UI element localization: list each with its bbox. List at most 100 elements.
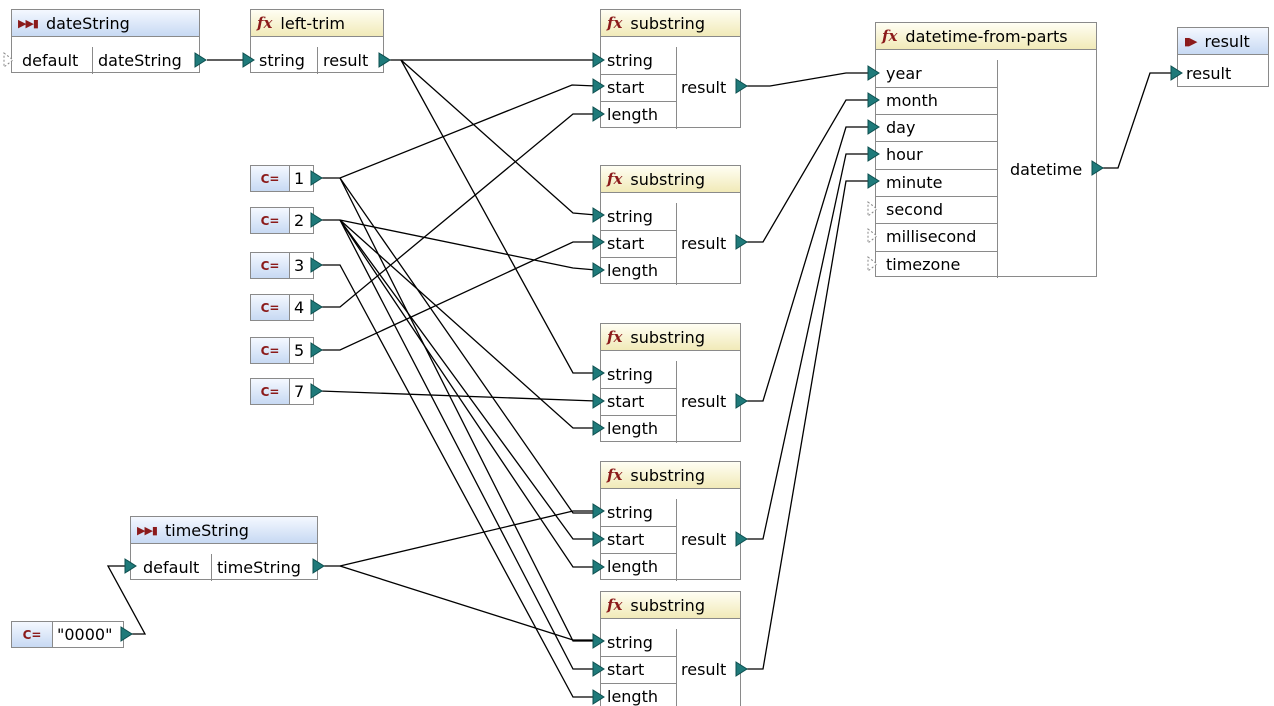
empty-input-connector-icon[interactable] xyxy=(867,228,879,244)
timeString-input-node[interactable]: ▶▶▮ timeString default timeString xyxy=(130,516,318,581)
output-connector-icon[interactable] xyxy=(310,257,324,273)
input-port-length[interactable]: length xyxy=(607,687,658,706)
constant-0000[interactable]: C= "0000" xyxy=(11,621,124,648)
input-port-string[interactable]: string xyxy=(607,633,653,652)
output-port-result[interactable]: result xyxy=(681,234,727,253)
output-port-result[interactable]: result xyxy=(681,392,727,411)
input-port-length[interactable]: length xyxy=(607,419,658,438)
empty-input-connector-icon[interactable] xyxy=(3,52,15,68)
input-connector-icon[interactable] xyxy=(1170,65,1184,81)
input-connector-icon[interactable] xyxy=(592,393,606,409)
input-connector-icon[interactable] xyxy=(592,531,606,547)
input-port-string[interactable]: string xyxy=(607,207,653,226)
constant-5[interactable]: C= 5 xyxy=(250,337,314,364)
input-port-start[interactable]: start xyxy=(607,530,645,549)
input-port-length[interactable]: length xyxy=(607,557,658,576)
input-connector-icon[interactable] xyxy=(592,262,606,278)
input-port-string[interactable]: string xyxy=(259,51,305,70)
input-port-default[interactable]: default xyxy=(22,51,79,70)
input-connector-icon[interactable] xyxy=(592,420,606,436)
output-port-timeString[interactable]: timeString xyxy=(217,558,301,577)
constant-4[interactable]: C= 4 xyxy=(250,294,314,321)
input-port-start[interactable]: start xyxy=(607,234,645,253)
input-port-string[interactable]: string xyxy=(607,51,653,70)
input-connector-icon[interactable] xyxy=(242,52,256,68)
constant-2[interactable]: C= 2 xyxy=(250,207,314,234)
output-connector-icon[interactable] xyxy=(310,383,324,399)
input-port-millisecond[interactable]: millisecond xyxy=(886,227,977,246)
datetime-from-parts-function-node[interactable]: fx datetime-from-parts year month day ho… xyxy=(875,22,1097,278)
input-connector-icon[interactable] xyxy=(867,65,881,81)
input-connector-icon[interactable] xyxy=(592,234,606,250)
input-connector-icon[interactable] xyxy=(592,633,606,649)
input-port-month[interactable]: month xyxy=(886,91,938,110)
output-port-datetime[interactable]: datetime xyxy=(1010,160,1083,179)
input-port-year[interactable]: year xyxy=(886,64,922,83)
input-connector-icon[interactable] xyxy=(592,365,606,381)
output-connector-icon[interactable] xyxy=(735,393,749,409)
input-port-string[interactable]: string xyxy=(607,365,653,384)
left-trim-function-node[interactable]: fx left-trim string result xyxy=(250,9,384,74)
output-connector-icon[interactable] xyxy=(194,52,208,68)
input-port-default[interactable]: default xyxy=(143,558,200,577)
input-connector-icon[interactable] xyxy=(592,78,606,94)
input-connector-icon[interactable] xyxy=(867,92,881,108)
input-port-day[interactable]: day xyxy=(886,118,916,137)
output-connector-icon[interactable] xyxy=(735,531,749,547)
constant-7[interactable]: C= 7 xyxy=(250,378,314,405)
output-port-result[interactable]: result xyxy=(681,530,727,549)
node-header[interactable]: ▶▶▮ timeString xyxy=(131,517,317,544)
input-connector-icon[interactable] xyxy=(867,119,881,135)
output-connector-icon[interactable] xyxy=(310,170,324,186)
output-connector-icon[interactable] xyxy=(735,234,749,250)
input-connector-icon[interactable] xyxy=(592,559,606,575)
output-connector-icon[interactable] xyxy=(1091,160,1105,176)
input-connector-icon[interactable] xyxy=(592,689,606,705)
output-connector-icon[interactable] xyxy=(735,78,749,94)
output-port-result[interactable]: result xyxy=(681,78,727,97)
input-connector-icon[interactable] xyxy=(592,207,606,223)
input-connector-icon[interactable] xyxy=(592,503,606,519)
input-port-start[interactable]: start xyxy=(607,392,645,411)
input-connector-icon[interactable] xyxy=(592,106,606,122)
input-port-timezone[interactable]: timezone xyxy=(886,255,961,274)
result-output-node[interactable]: ▮▶ result result xyxy=(1177,27,1269,87)
input-connector-icon[interactable] xyxy=(867,146,881,162)
node-header[interactable]: ▶▶▮ dateString xyxy=(12,10,199,37)
output-port-result[interactable]: result xyxy=(681,660,727,679)
output-connector-icon[interactable] xyxy=(312,558,326,574)
constant-3[interactable]: C= 3 xyxy=(250,252,314,279)
node-header[interactable]: ▮▶ result xyxy=(1178,28,1268,55)
input-port-start[interactable]: start xyxy=(607,78,645,97)
node-header[interactable]: fx datetime-from-parts xyxy=(876,23,1096,50)
node-header[interactable]: fx left-trim xyxy=(251,10,383,37)
output-port-dateString[interactable]: dateString xyxy=(98,51,182,70)
input-port-result[interactable]: result xyxy=(1186,64,1232,83)
output-port-result[interactable]: result xyxy=(323,51,369,70)
output-connector-icon[interactable] xyxy=(310,212,324,228)
input-connector-icon[interactable] xyxy=(592,661,606,677)
input-port-second[interactable]: second xyxy=(886,200,944,219)
empty-input-connector-icon[interactable] xyxy=(867,201,879,217)
output-connector-icon[interactable] xyxy=(378,52,392,68)
input-port-string[interactable]: string xyxy=(607,503,653,522)
input-connector-icon[interactable] xyxy=(592,52,606,68)
empty-input-connector-icon[interactable] xyxy=(867,256,879,272)
input-port-minute[interactable]: minute xyxy=(886,173,943,192)
input-port-length[interactable]: length xyxy=(607,105,658,124)
input-port-hour[interactable]: hour xyxy=(886,145,923,164)
output-connector-icon[interactable] xyxy=(310,299,324,315)
constant-1[interactable]: C= 1 xyxy=(250,165,314,192)
output-connector-icon[interactable] xyxy=(120,626,134,642)
output-connector-icon[interactable] xyxy=(735,661,749,677)
output-connector-icon[interactable] xyxy=(310,342,324,358)
